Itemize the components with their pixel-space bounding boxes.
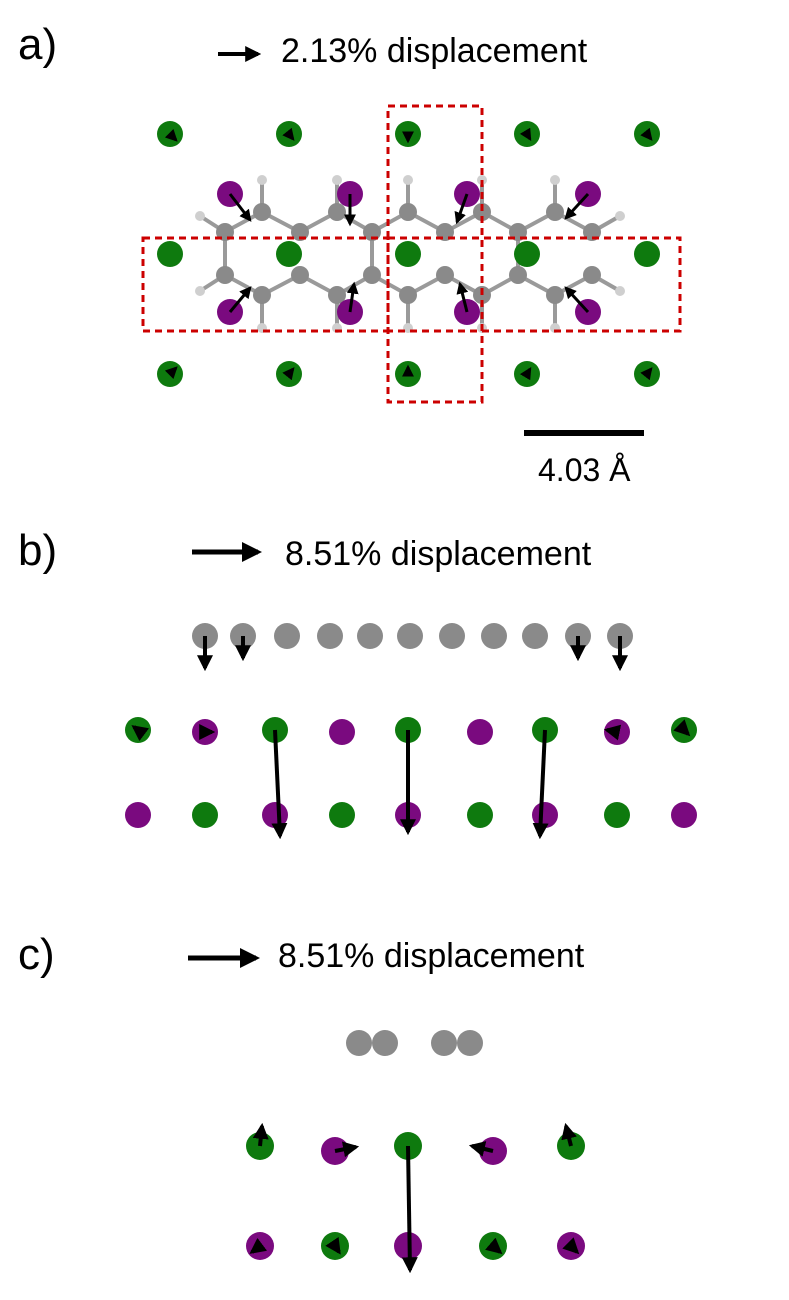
panel-a-green-atoms	[157, 121, 660, 387]
panel-c-gray-atoms	[346, 1030, 483, 1056]
panel-a-unit-cell-boxes	[141, 104, 682, 404]
panel-a-hydrogen-atoms	[195, 175, 625, 333]
panel-b-legend-text: 8.51% displacement	[285, 535, 592, 573]
panel-c-label: c)	[18, 930, 55, 979]
panel-b-gray-atoms	[192, 623, 633, 649]
panel-a-legend-text: 2.13% displacement	[281, 32, 588, 70]
panel-b-label: b)	[18, 526, 58, 575]
panel-a-carbon-atoms	[216, 203, 601, 304]
panel-b-displacement-arrows	[131, 636, 691, 840]
panel-a-displacement-arrows	[164, 127, 653, 381]
panel-c-legend-text: 8.51% displacement	[278, 937, 585, 975]
panel-a-label: a)	[18, 20, 58, 69]
scale-bar-label: 4.03 Å	[538, 452, 631, 488]
panel-c-displacement-arrows	[249, 1122, 580, 1274]
